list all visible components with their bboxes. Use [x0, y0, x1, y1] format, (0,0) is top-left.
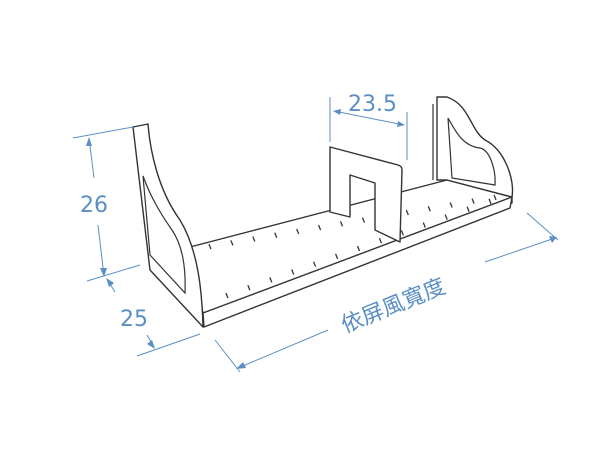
dimension-divider-depth: 23.5	[329, 92, 408, 160]
slot-mark	[466, 206, 470, 213]
slot-mark	[339, 221, 344, 227]
divider-panel	[329, 146, 403, 243]
slot-mark	[269, 277, 273, 283]
slot-marks	[208, 194, 497, 299]
slot-mark	[225, 292, 229, 299]
height-label: 26	[80, 193, 108, 218]
slot-mark	[488, 198, 492, 205]
slot-mark	[449, 202, 453, 208]
divider-depth-label: 23.5	[348, 92, 397, 117]
slot-mark	[313, 261, 317, 267]
slot-mark	[405, 209, 409, 216]
slot-mark	[230, 240, 234, 246]
slot-mark	[208, 243, 212, 250]
width-label: 依屏風寬度	[338, 274, 449, 338]
slot-mark	[444, 214, 448, 220]
slot-mark	[361, 217, 366, 223]
shelf-base	[189, 179, 513, 328]
dimension-height: 26	[72, 126, 141, 282]
slot-mark	[296, 228, 300, 235]
right-end-panel	[432, 96, 514, 198]
slot-mark	[252, 236, 256, 242]
slot-mark	[378, 237, 383, 244]
slot-mark	[471, 198, 475, 204]
depth-label: 25	[120, 307, 148, 332]
slot-mark	[422, 222, 426, 228]
slot-mark	[334, 253, 339, 260]
dimension-depth: 25	[106, 278, 201, 357]
slot-mark	[247, 284, 251, 291]
left-end-panel	[132, 123, 204, 328]
slot-mark	[318, 224, 322, 231]
slot-mark	[493, 194, 497, 201]
slot-mark	[427, 206, 431, 212]
slot-mark	[291, 269, 295, 275]
slot-mark	[274, 232, 278, 238]
slot-mark	[400, 230, 404, 236]
slot-mark	[356, 245, 361, 252]
